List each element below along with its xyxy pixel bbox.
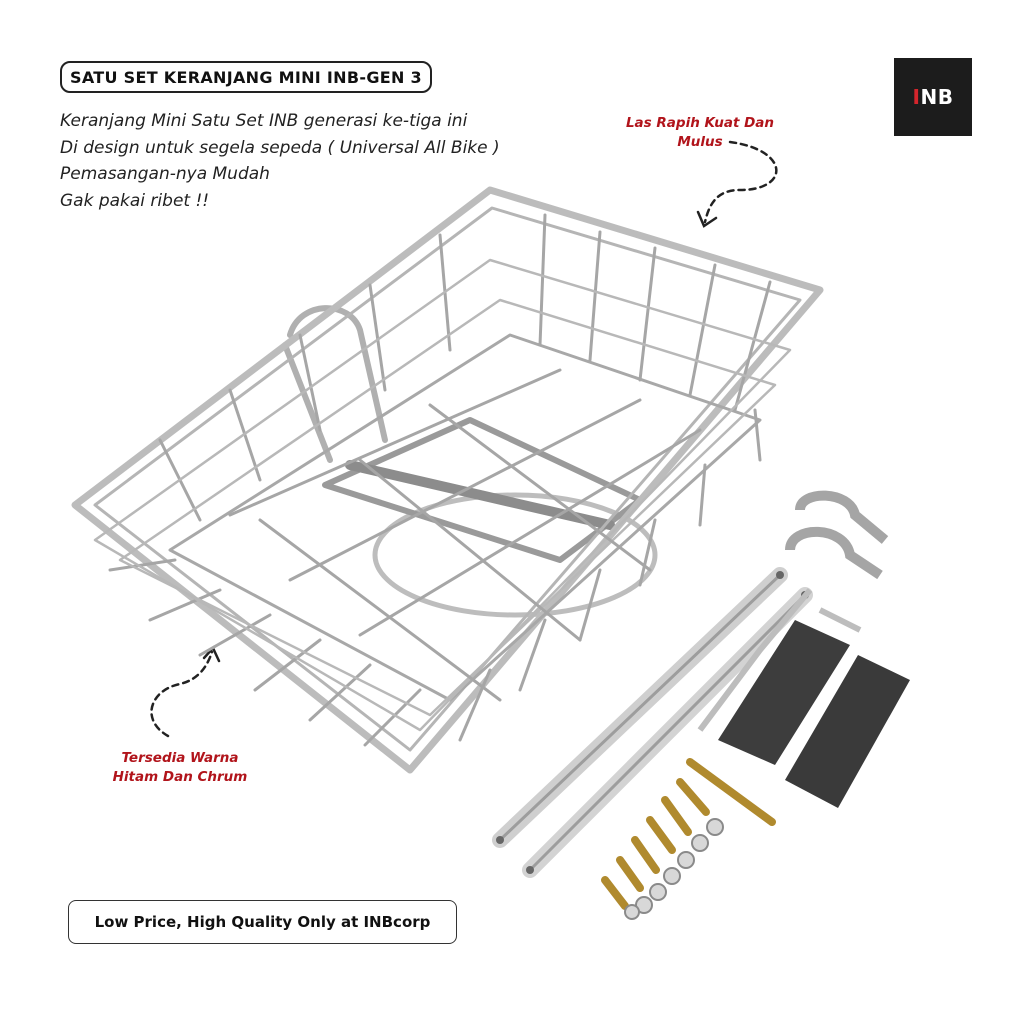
brand-logo: INB	[894, 58, 972, 136]
description-line-3: Pemasangan-nya Mudah	[60, 164, 270, 184]
bolts	[601, 758, 776, 910]
dashed-curved-arrow-icon	[696, 140, 778, 228]
brand-logo-text: INB	[912, 85, 954, 109]
description-line-1: Keranjang Mini Satu Set INB generasi ke-…	[60, 111, 468, 131]
annotation-welding-line-2: Mulus	[677, 134, 723, 150]
product-description: Keranjang Mini Satu Set INB generasi ke-…	[60, 108, 500, 214]
product-title: SATU SET KERANJANG MINI INB-GEN 3	[70, 67, 422, 87]
tagline-badge: Low Price, High Quality Only at INBcorp	[68, 900, 457, 944]
annotation-colors: Tersedia Warna Hitam Dan Chrum	[80, 749, 280, 787]
tagline-text: Low Price, High Quality Only at INBcorp	[94, 913, 431, 931]
annotation-colors-line-1: Tersedia Warna	[121, 750, 239, 766]
rubber-pads	[718, 620, 910, 808]
annotation-welding-line-1: Las Rapih Kuat Dan	[625, 115, 775, 131]
description-line-2: Di design untuk segela sepeda ( Universa…	[60, 137, 500, 158]
wire-basket	[71, 186, 824, 774]
annotation-welding: Las Rapih Kuat Dan Mulus	[600, 114, 800, 152]
product-title-badge: SATU SET KERANJANG MINI INB-GEN 3	[60, 61, 432, 93]
description-line-4: Gak pakai ribet !!	[60, 190, 210, 211]
dashed-curved-arrow-icon	[150, 645, 221, 738]
annotation-colors-line-2: Hitam Dan Chrum	[112, 769, 248, 785]
pipe-clamps	[697, 490, 889, 732]
nuts	[624, 818, 724, 920]
